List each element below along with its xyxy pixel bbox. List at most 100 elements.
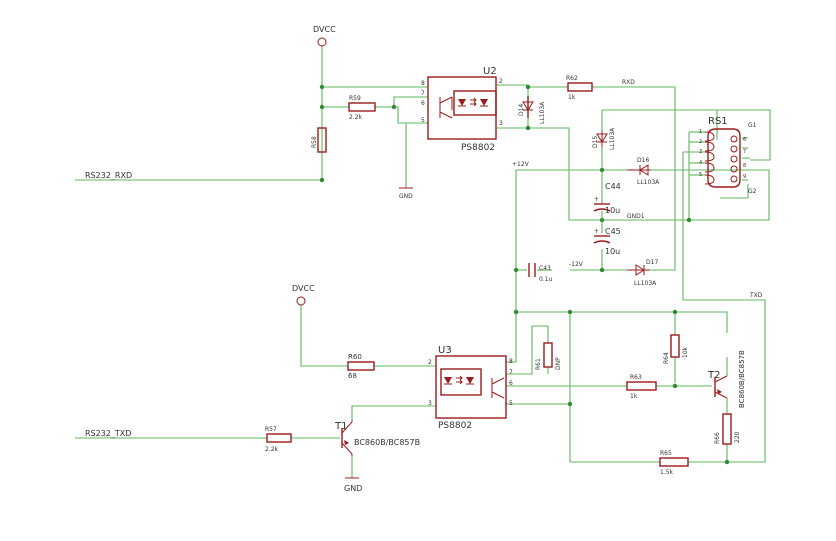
rs1-pin-6: 6 [743,137,746,143]
u3-ref: U3 [438,345,452,356]
label-gnd-t1: GND [344,484,362,493]
t2-value: BC860B/BC857B [738,350,746,408]
capacitor-c43: C43 0.1u [528,263,553,283]
c45-ref: C45 [605,227,621,236]
d17-value: LL103A [634,280,657,287]
resistor-r66: R66 220 [714,413,741,445]
label-rs232-txd: RS232_TXD [85,429,131,438]
u2-value: PS8802 [461,143,495,153]
resistor-r64: R64 10k [663,334,689,364]
r64-ref: R64 [663,352,670,364]
c44-ref: C44 [605,182,621,191]
r65-ref: R65 [660,450,672,457]
r59-value: 2.2k [349,114,363,121]
gnd-symbol-u2: GND [399,187,413,200]
label-p12v: +12V [512,161,530,168]
rs1-pin-2: 2 [699,139,702,145]
resistor-r62: R62 1k [566,75,593,101]
label-txd: TXD [749,292,763,299]
r62-ref: R62 [566,75,578,82]
gnd-symbol-t1: GND [344,477,362,493]
junctions [319,84,730,465]
d16-value: LL103A [637,179,660,186]
rs1-pin-9: 9 [743,174,746,180]
c45-value: 10u [605,247,620,256]
transistor-t1: T1 BC860B/BC857B [334,420,420,456]
r57-ref: R57 [265,426,277,433]
resistor-r61: R61 DNP [535,342,562,370]
resistor-r57: R57 2.2k [265,426,292,453]
r61-ref: R61 [535,358,542,370]
rs1-pin-8: 8 [743,163,746,169]
diode-d16: D16 LL103A [627,157,660,186]
r63-value: 1k [630,393,638,400]
label-gnd-u2: GND [399,193,413,200]
u3-pin-6: 6 [509,380,513,387]
d16-ref: D16 [637,157,649,164]
u2-pin-6: 6 [421,100,425,107]
u2-pin-2: 2 [499,78,503,85]
u3-pin-8: 8 [509,358,513,365]
label-gnd1: GND1 [627,213,645,220]
t1-ref: T1 [334,421,347,432]
rs1-g2: G2 [748,188,757,195]
resistor-r63: R63 1k [626,374,657,400]
diode-d14: D14 LL103A [518,96,546,124]
d15-ref: D15 [592,136,599,148]
optocoupler-u3: U3 PS8802 2 3 8 7 6 5 [428,345,513,431]
u3-pin-5: 5 [509,400,513,407]
optocoupler-u2: U2 PS8802 8 7 6 5 2 3 [421,66,503,153]
label-dvcc-top: DVCC [313,25,336,34]
label-dvcc-bottom: DVCC [292,284,315,293]
r60-ref: R60 [348,353,362,361]
r57-value: 2.2k [265,446,279,453]
rs1-pin-7: 7 [743,149,746,155]
capacitor-c44: + C44 10u [593,182,621,220]
r65-value: 1.5k [660,469,674,476]
diode-d17: D17 LL103A [627,259,658,287]
d15-value: LL103A [609,127,616,150]
u2-pin-3: 3 [499,120,503,127]
rs1-ref: RS1 [708,116,728,127]
resistor-r59: R59 2.2k [348,95,376,121]
rs1-pin-5: 5 [699,172,702,178]
label-m12v: -12V [569,261,584,268]
capacitor-c45: + C45 10u [593,227,621,256]
rs1-pin-3: 3 [699,149,702,155]
u2-pin-5: 5 [421,117,425,124]
c43-ref: C43 [539,265,551,272]
d14-ref: D14 [518,104,525,116]
u3-pin-3: 3 [428,400,432,407]
resistor-r65: R65 1.5k [659,450,689,476]
diode-d15: D15 LL103A [592,127,616,150]
net-dvcc-bottom: DVCC [292,284,315,306]
c43-value: 0.1u [539,276,553,283]
r61-value: DNP [555,357,562,370]
u2-pin-7: 7 [421,90,425,97]
rs1-pin-1: 1 [699,129,702,135]
connector-rs1: RS1 G1 G2 1 2 3 4 5 6 7 8 9 [699,116,757,195]
r64-value: 10k [682,346,689,358]
label-rs232-rxd: RS232_RXD [85,171,132,180]
u3-pin-7: 7 [509,369,513,376]
rs1-g1: G1 [748,122,757,129]
c44-value: 10u [605,206,620,215]
r60-value: 68 [348,372,357,380]
u2-pin-8: 8 [421,80,425,87]
u3-value: PS8802 [438,421,472,431]
label-rxd: RXD [622,79,635,86]
net-dvcc-top: DVCC [313,25,336,47]
t2-ref: T2 [707,370,720,381]
resistor-r58: R58 [311,127,327,153]
t1-value: BC860B/BC857B [354,438,420,447]
r62-value: 1k [568,94,576,101]
r63-ref: R63 [630,374,642,381]
u2-ref: U2 [483,66,497,77]
resistor-r60: R60 68 [347,353,375,380]
r58-ref: R58 [311,136,318,148]
u3-pin-2: 2 [428,359,432,366]
rs1-pin-4: 4 [699,160,702,166]
c45-plus: + [594,228,599,235]
c44-plus: + [594,196,599,203]
